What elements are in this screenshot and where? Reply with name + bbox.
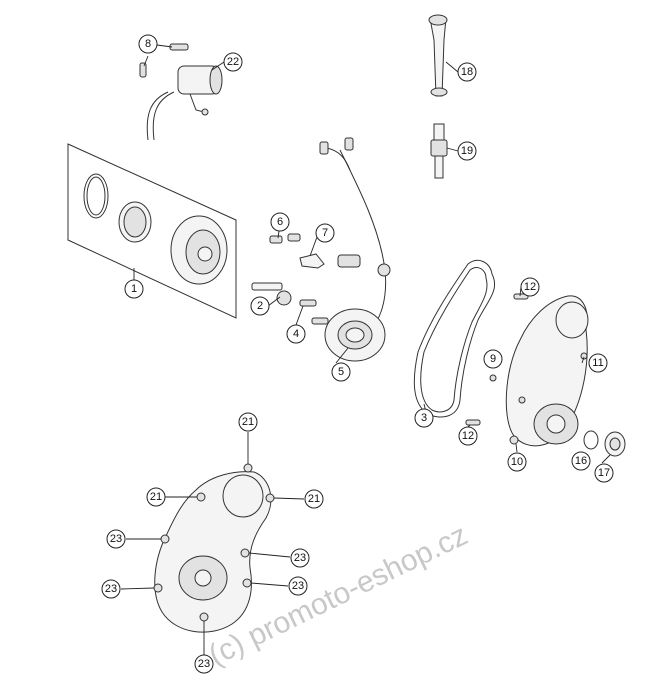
callout-8: 8	[138, 34, 158, 54]
svg-text:3: 3	[421, 412, 427, 424]
svg-text:19: 19	[461, 145, 473, 157]
svg-text:10: 10	[511, 456, 523, 468]
callout-23-upper-right: 23	[290, 548, 310, 568]
flywheel-assembly	[67, 143, 237, 319]
bolt-8a	[169, 43, 189, 51]
bolt-2	[251, 282, 292, 306]
spark-plug-cap	[428, 14, 448, 97]
callout-12-top: 12	[520, 277, 540, 297]
screws-6	[269, 233, 301, 244]
svg-text:11: 11	[592, 357, 603, 369]
leader-lines	[120, 44, 611, 655]
callout-5: 5	[331, 362, 351, 382]
callout-6: 6	[270, 212, 290, 232]
callout-21-top: 21	[238, 412, 258, 432]
svg-text:16: 16	[575, 455, 587, 467]
callout-11: 11	[588, 353, 608, 373]
o-ring-16	[583, 430, 599, 450]
callout-23-upper-left: 23	[106, 529, 126, 549]
stator	[319, 137, 391, 362]
callout-9: 9	[483, 349, 503, 369]
screws-12	[465, 293, 529, 426]
callout-18: 18	[457, 62, 477, 82]
callout-22: 22	[223, 52, 243, 72]
plug-17	[604, 431, 626, 457]
callout-23-bottom: 23	[194, 654, 214, 674]
svg-text:8: 8	[145, 38, 151, 50]
callout-7: 7	[315, 223, 335, 243]
svg-text:21: 21	[242, 416, 254, 428]
svg-text:1: 1	[131, 283, 137, 295]
bolt-8b	[139, 62, 147, 78]
svg-text:23: 23	[105, 583, 117, 595]
screws-4	[299, 299, 329, 325]
lower-cover-view	[153, 463, 275, 633]
svg-text:4: 4	[293, 328, 299, 340]
svg-text:2: 2	[257, 300, 263, 312]
callout-4: 4	[286, 324, 306, 344]
svg-text:23: 23	[292, 580, 304, 592]
svg-text:18: 18	[461, 66, 473, 78]
svg-text:23: 23	[198, 658, 210, 670]
gasket	[413, 259, 496, 418]
svg-text:12: 12	[462, 430, 474, 442]
callout-19: 19	[457, 141, 477, 161]
ignition-cover	[505, 295, 589, 447]
callout-23-lower-left: 23	[101, 579, 121, 599]
svg-text:6: 6	[277, 216, 283, 228]
svg-text:21: 21	[150, 491, 162, 503]
svg-text:9: 9	[490, 353, 496, 365]
svg-text:5: 5	[338, 366, 344, 378]
callout-1: 1	[124, 279, 144, 299]
ignition-coil	[146, 65, 223, 141]
svg-text:23: 23	[294, 552, 306, 564]
callout-16: 16	[571, 451, 591, 471]
spark-plug	[430, 123, 448, 179]
plug-9	[489, 374, 497, 382]
callout-12-bottom: 12	[458, 426, 478, 446]
callout-2: 2	[250, 296, 270, 316]
callout-23-lower-right: 23	[288, 576, 308, 596]
svg-text:21: 21	[308, 493, 320, 505]
callout-21-right: 21	[304, 489, 324, 509]
svg-text:22: 22	[227, 56, 239, 68]
svg-text:17: 17	[598, 467, 610, 479]
svg-text:23: 23	[110, 533, 122, 545]
callout-21-left: 21	[146, 487, 166, 507]
svg-text:7: 7	[322, 227, 328, 239]
callout-17: 17	[594, 463, 614, 483]
svg-text:12: 12	[524, 281, 536, 293]
bracket-7	[299, 253, 361, 269]
callout-10: 10	[507, 452, 527, 472]
callout-3: 3	[414, 408, 434, 428]
